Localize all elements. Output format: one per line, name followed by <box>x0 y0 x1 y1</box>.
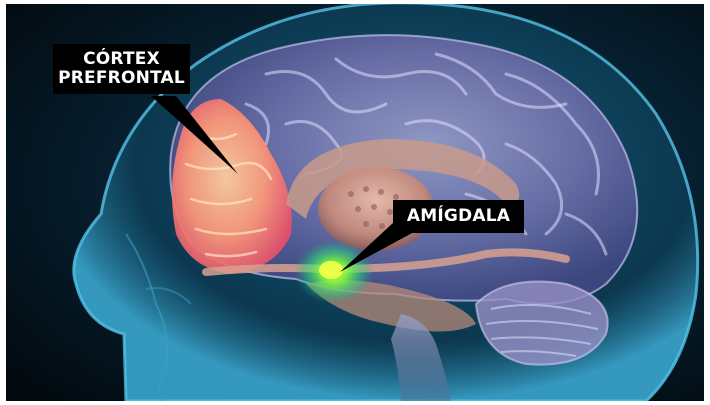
prefrontal-cortex-label: CÓRTEX PREFRONTAL <box>53 44 190 94</box>
amygdala-label: AMÍGDALA <box>393 200 524 233</box>
amygdala <box>319 261 343 279</box>
brain-illustration: CÓRTEX PREFRONTAL AMÍGDALA <box>6 4 704 401</box>
